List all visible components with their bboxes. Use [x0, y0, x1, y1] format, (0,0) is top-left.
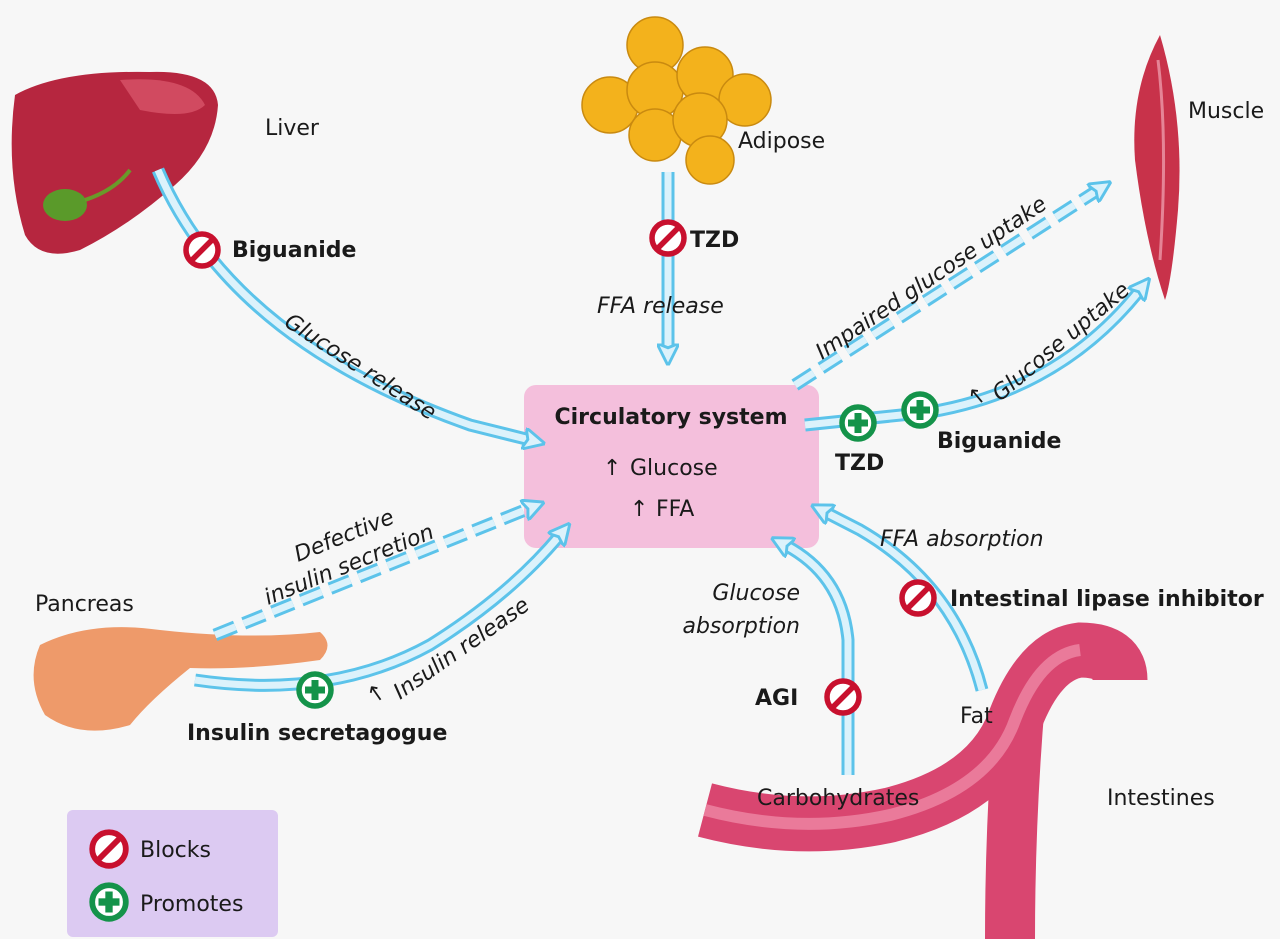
label-pancreas: Pancreas: [35, 592, 134, 617]
arrow-defective-insulin: [212, 508, 530, 642]
arrow-glucose-absorption: [785, 545, 855, 775]
label-glucose-absorption-1: Glucose: [712, 581, 800, 606]
drug-biguanide-muscle: Biguanide: [937, 429, 1061, 454]
circulatory-system-box: [524, 385, 819, 548]
intestines-illustration: [698, 622, 1148, 939]
label-adipose: Adipose: [738, 129, 825, 154]
plus-icon-legend: [92, 885, 126, 919]
muscle-illustration: [1134, 35, 1180, 300]
label-liver: Liver: [265, 116, 320, 141]
block-icon-biguanide-liver: [186, 234, 218, 266]
label-carbohydrates: Carbohydrates: [757, 786, 919, 811]
legend: Blocks Promotes: [67, 810, 278, 937]
arrow-glucose-release: [152, 167, 530, 440]
arrow-insulin-release: [194, 535, 560, 692]
label-intestines: Intestines: [1107, 786, 1215, 811]
drug-insulin-secretagogue: Insulin secretagogue: [187, 721, 447, 746]
block-icon-agi: [827, 681, 859, 713]
plus-icon-tzd-muscle: [842, 407, 874, 439]
adipose-illustration: [581, 16, 772, 185]
up-arrow-glucose: ↑: [603, 456, 621, 481]
legend-promotes: Promotes: [140, 892, 243, 917]
center-ffa: FFA: [656, 497, 694, 522]
label-insulin-release-arrow: ↑: [362, 679, 391, 710]
plus-icon-secretagogue: [299, 674, 331, 706]
drug-tzd-adipose: TZD: [690, 228, 739, 253]
plus-icon-biguanide-muscle: [904, 394, 936, 426]
center-glucose: Glucose: [630, 456, 718, 481]
drug-lipase-inhibitor: Intestinal lipase inhibitor: [950, 587, 1264, 612]
label-ffa-release: FFA release: [597, 294, 724, 319]
legend-blocks: Blocks: [140, 838, 211, 863]
pancreas-illustration: [33, 627, 328, 731]
label-fat: Fat: [960, 704, 993, 729]
up-arrow-ffa: ↑: [630, 497, 648, 522]
label-impaired-uptake: Impaired glucose uptake: [811, 192, 1051, 365]
label-glucose-release: Glucose release: [280, 309, 441, 425]
arrow-glucose-uptake: [804, 290, 1140, 432]
drug-biguanide-liver: Biguanide: [232, 238, 356, 263]
block-icon-tzd-adipose: [652, 222, 684, 254]
label-glucose-uptake: Glucose uptake: [988, 278, 1135, 407]
block-icon-lipase: [902, 582, 934, 614]
arrow-impaired-uptake: [791, 190, 1098, 391]
center-title: Circulatory system: [555, 405, 788, 430]
drug-agi: AGI: [755, 686, 798, 711]
label-glucose-absorption-2: absorption: [682, 614, 800, 639]
label-muscle: Muscle: [1188, 99, 1264, 124]
block-icon-legend: [92, 832, 126, 866]
liver-illustration: [11, 71, 218, 254]
drug-tzd-muscle: TZD: [835, 451, 884, 476]
label-ffa-absorption: FFA absorption: [880, 527, 1044, 552]
